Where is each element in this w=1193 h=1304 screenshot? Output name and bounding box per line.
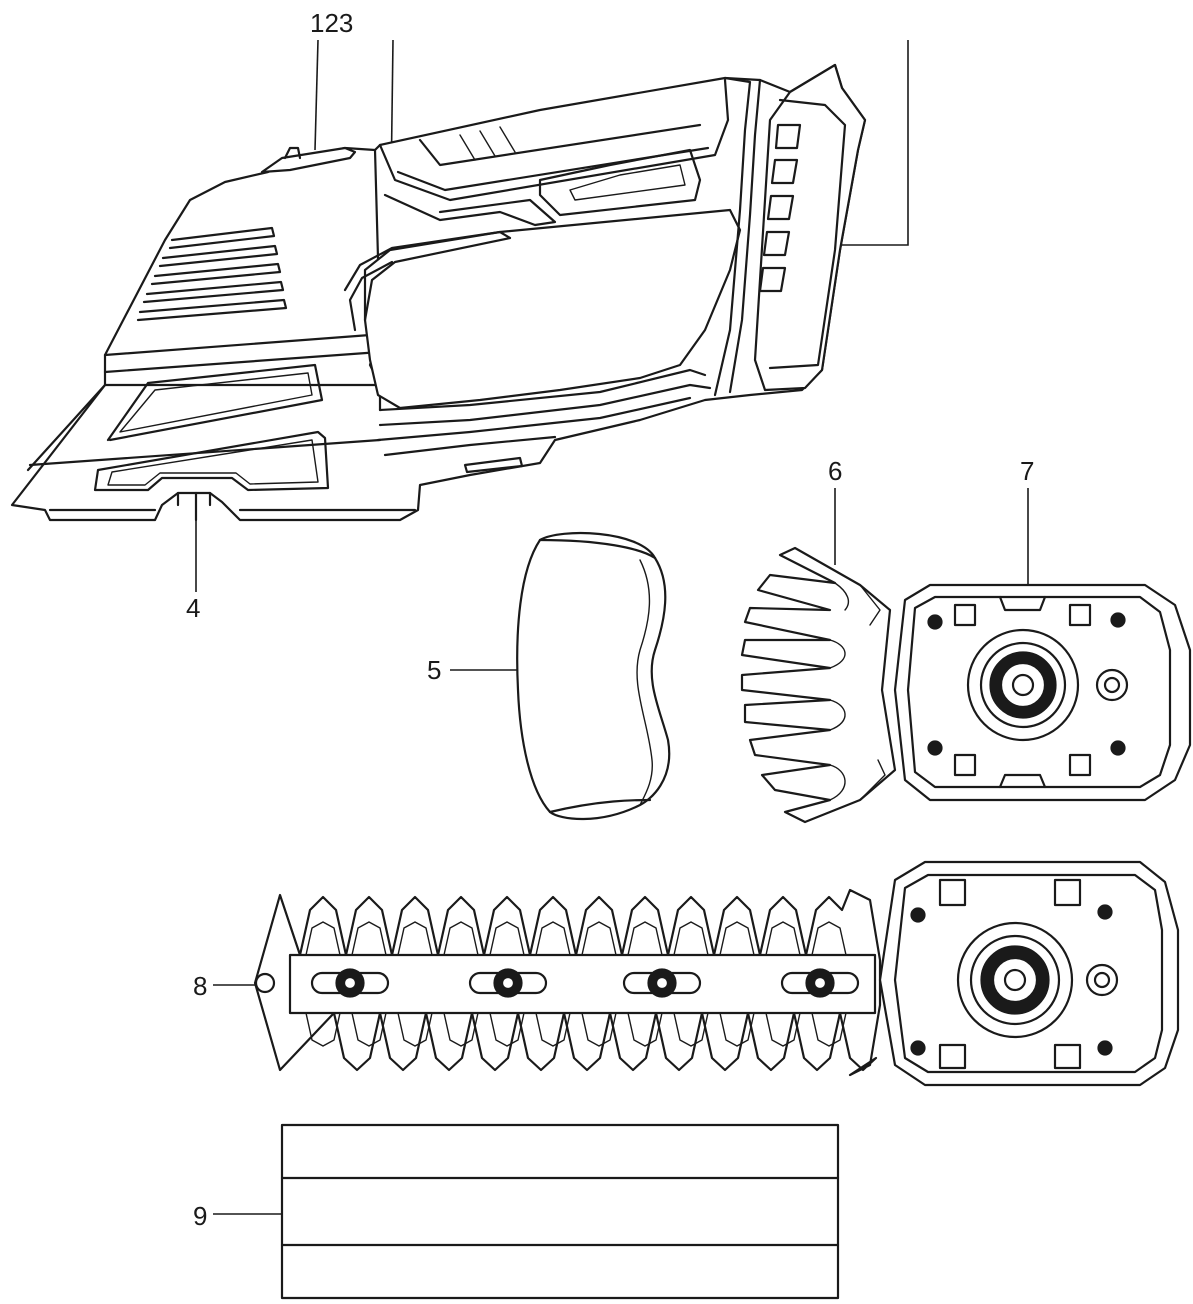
- blade-sheath: [280, 1123, 840, 1300]
- blade-tooth: [397, 921, 433, 956]
- shear-blade-assembly: [740, 546, 1192, 824]
- leader-1: [314, 39, 319, 151]
- label-123: 123: [310, 8, 353, 38]
- label-7: 7: [1020, 456, 1034, 486]
- blade-bar: [288, 953, 877, 1015]
- blade-tooth: [489, 921, 525, 956]
- blade-tooth: [305, 921, 341, 956]
- blade-stud-center: [500, 975, 516, 991]
- cap-ridges: [758, 123, 802, 293]
- blade-tooth: [765, 921, 801, 956]
- blade-tooth: [351, 921, 387, 956]
- blade-tooth: [535, 1012, 571, 1047]
- blade-cover: [516, 532, 671, 821]
- blade-tooth: [811, 1012, 847, 1047]
- blade-tooth: [673, 921, 709, 956]
- blade-hole: [254, 972, 276, 994]
- blade-tooth: [673, 1012, 709, 1047]
- blade-stud-center: [342, 975, 358, 991]
- blade-tooth: [811, 921, 847, 956]
- blade-tooth: [351, 1012, 387, 1047]
- hedge-blade-assembly: [253, 860, 1180, 1087]
- blade-tooth: [765, 1012, 801, 1047]
- blade-stud-center: [654, 975, 670, 991]
- blade-tooth: [627, 1012, 663, 1047]
- blade-tooth: [397, 1012, 433, 1047]
- blade-tooth: [719, 921, 755, 956]
- blade-tooth: [719, 1012, 755, 1047]
- label-8: 8: [193, 971, 207, 1001]
- blade-stud-center: [812, 975, 828, 991]
- label-6: 6: [828, 456, 842, 486]
- blade-tooth: [535, 921, 571, 956]
- hedge-teeth: [305, 921, 847, 1047]
- blade-tooth: [581, 921, 617, 956]
- label-9: 9: [193, 1201, 207, 1231]
- blade-tooth: [489, 1012, 525, 1047]
- leader-3: [842, 40, 909, 246]
- blade-tooth: [627, 921, 663, 956]
- main-housing: [10, 63, 867, 522]
- blade-tooth: [443, 921, 479, 956]
- label-5: 5: [427, 655, 441, 685]
- blade-tooth: [443, 1012, 479, 1047]
- vent-slats: [136, 226, 288, 322]
- label-4: 4: [186, 593, 200, 623]
- blade-tooth: [581, 1012, 617, 1047]
- blade-tooth: [305, 1012, 341, 1047]
